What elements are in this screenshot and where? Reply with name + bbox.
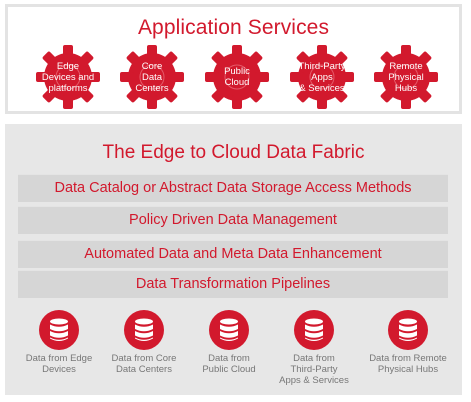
source-label: Data from Public Cloud bbox=[202, 353, 256, 375]
layer-policy-driven-management: Policy Driven Data Management bbox=[18, 206, 448, 234]
source-third-party-apps: Data from Third-Party Apps & Services bbox=[266, 310, 362, 386]
gear-core-data-centers: Core Data Centers bbox=[119, 44, 185, 110]
source-label: Data from Core Data Centers bbox=[111, 353, 177, 375]
data-fabric-panel: The Edge to Cloud Data Fabric Data Catal… bbox=[5, 124, 462, 395]
source-public-cloud: Data from Public Cloud bbox=[181, 310, 277, 375]
application-services-title: Application Services bbox=[137, 16, 330, 39]
gear-label: Public Cloud bbox=[224, 66, 250, 88]
data-fabric-title: The Edge to Cloud Data Fabric bbox=[102, 142, 365, 163]
gear-third-party-apps: Third-Party Apps & Services bbox=[289, 44, 355, 110]
layer-data-catalog: Data Catalog or Abstract Data Storage Ac… bbox=[18, 174, 448, 202]
gear-public-cloud: Public Cloud bbox=[204, 44, 270, 110]
source-label: Data from Remote Physical Hubs bbox=[369, 353, 447, 375]
gear-label: Remote Physical Hubs bbox=[388, 60, 424, 94]
database-icon bbox=[294, 310, 334, 350]
source-label: Data from Edge Devices bbox=[25, 353, 93, 375]
application-services-panel: Application Services Edge Devices and pl… bbox=[5, 4, 462, 114]
gear-edge-devices: Edge Devices and platforms bbox=[35, 44, 101, 110]
source-label: Data from Third-Party Apps & Services bbox=[279, 353, 349, 386]
layer-automated-enhancement: Automated Data and Meta Data Enhancement bbox=[18, 240, 448, 268]
database-icon bbox=[124, 310, 164, 350]
gear-label: Edge Devices and platforms bbox=[41, 60, 95, 94]
source-edge-devices: Data from Edge Devices bbox=[11, 310, 107, 375]
layer-transformation-pipelines: Data Transformation Pipelines bbox=[18, 270, 448, 298]
source-remote-physical-hubs: Data from Remote Physical Hubs bbox=[360, 310, 456, 375]
source-core-data-centers: Data from Core Data Centers bbox=[96, 310, 192, 375]
database-icon bbox=[388, 310, 428, 350]
database-icon bbox=[209, 310, 249, 350]
gear-remote-physical-hubs: Remote Physical Hubs bbox=[373, 44, 439, 110]
gear-label: Third-Party Apps & Services bbox=[298, 60, 346, 94]
database-icon bbox=[39, 310, 79, 350]
gear-label: Core Data Centers bbox=[135, 60, 169, 94]
